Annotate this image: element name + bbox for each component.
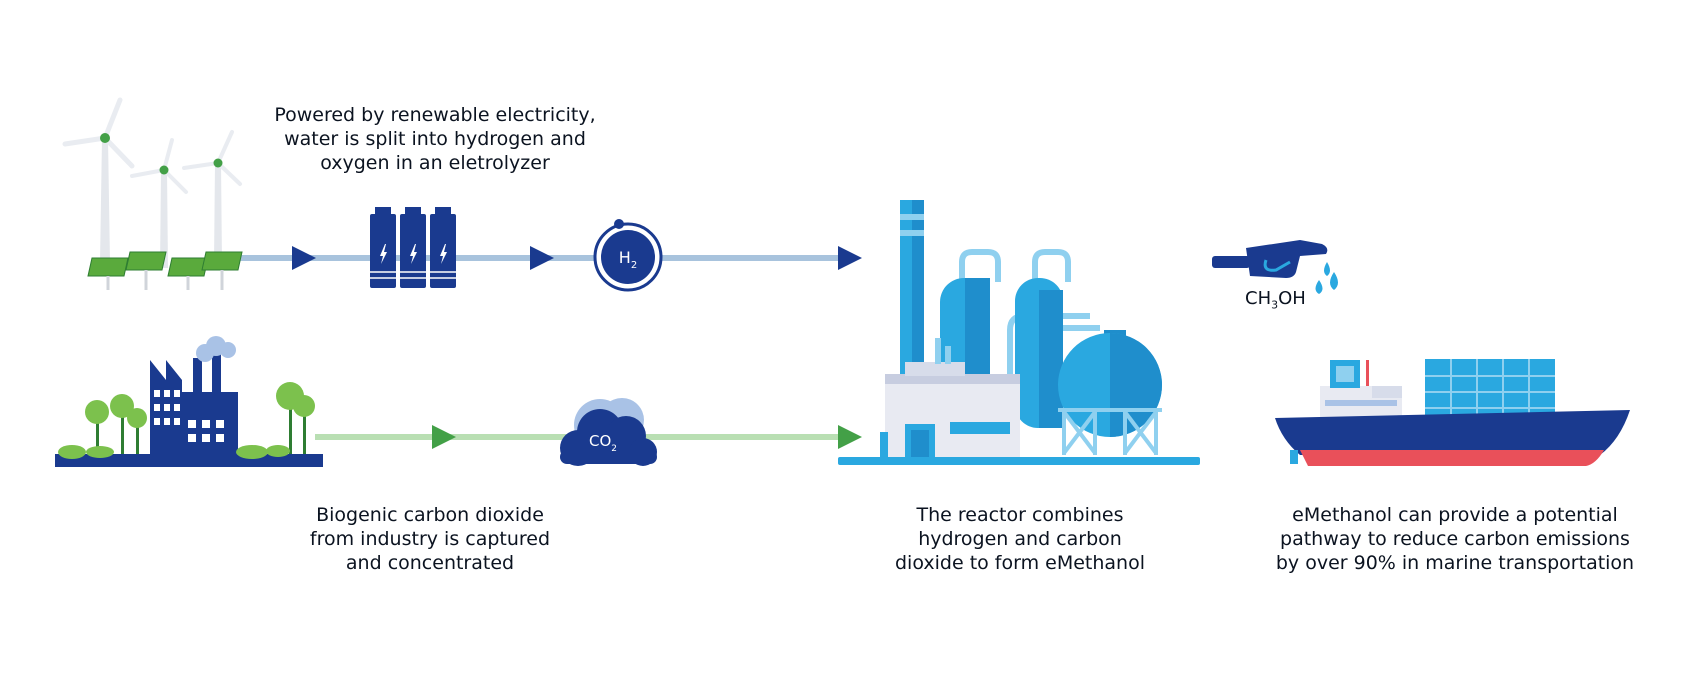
caption-line: by over 90% in marine transportation	[1275, 552, 1635, 574]
fuel-nozzle-icon	[1212, 240, 1338, 294]
factory-icon	[55, 336, 323, 467]
caption-line: dioxide to form eMethanol	[895, 552, 1145, 574]
co2-symbol: CO	[589, 432, 611, 450]
co2-subscript: 2	[611, 444, 617, 454]
tree-icon	[236, 382, 315, 459]
caption-line: oxygen in an eletrolyzer	[320, 152, 550, 174]
svg-text:CO2: CO2	[589, 432, 617, 454]
caption-line: hydrogen and carbon	[918, 528, 1122, 550]
caption-line: from industry is captured	[309, 528, 551, 550]
reactor-plant-icon	[838, 200, 1200, 465]
solar-panel-icon	[87, 251, 243, 290]
fuel-drop-icon	[1315, 262, 1338, 294]
methanol-prefix: CH	[1245, 288, 1272, 309]
caption-line: and concentrated	[345, 552, 515, 574]
hydrogen-symbol: H	[619, 248, 631, 267]
flow-arrow-icon	[530, 246, 554, 270]
hydrogen-badge: H2	[593, 219, 663, 292]
hydrogen-subscript: 2	[631, 260, 637, 271]
caption-line: The reactor combines	[916, 504, 1124, 526]
flow-arrow-icon	[292, 246, 316, 270]
caption-line: pathway to reduce carbon emissions	[1280, 528, 1630, 550]
co2-cloud-icon: CO2	[560, 398, 657, 466]
flow-arrow-icon	[838, 246, 862, 270]
container-ship-icon	[1275, 359, 1630, 466]
shipping-caption: eMethanol can provide a potential pathwa…	[1270, 503, 1640, 575]
methanol-formula: CH3OH	[1245, 288, 1306, 312]
caption-line: water is split into hydrogen and	[284, 128, 586, 150]
reactor-caption: The reactor combines hydrogen and carbon…	[875, 503, 1165, 575]
smoke-icon	[196, 336, 236, 362]
tree-icon	[58, 394, 147, 459]
caption-line: Biogenic carbon dioxide	[316, 504, 544, 526]
electrolyzer-caption: Powered by renewable electricity, water …	[270, 103, 600, 175]
methanol-suffix: OH	[1278, 288, 1306, 309]
carbon-capture-caption: Biogenic carbon dioxide from industry is…	[290, 503, 570, 575]
flow-arrow-icon	[838, 425, 862, 449]
hydrogen-flow-line	[235, 246, 862, 270]
caption-line: eMethanol can provide a potential	[1292, 504, 1618, 526]
caption-line: Powered by renewable electricity,	[274, 104, 596, 126]
svg-text:H2: H2	[619, 248, 637, 271]
electrolyzer-icon	[370, 207, 456, 288]
methanol-subscript: 3	[1271, 298, 1279, 312]
flow-arrow-icon	[432, 425, 456, 449]
wind-turbine-icon	[62, 97, 242, 268]
